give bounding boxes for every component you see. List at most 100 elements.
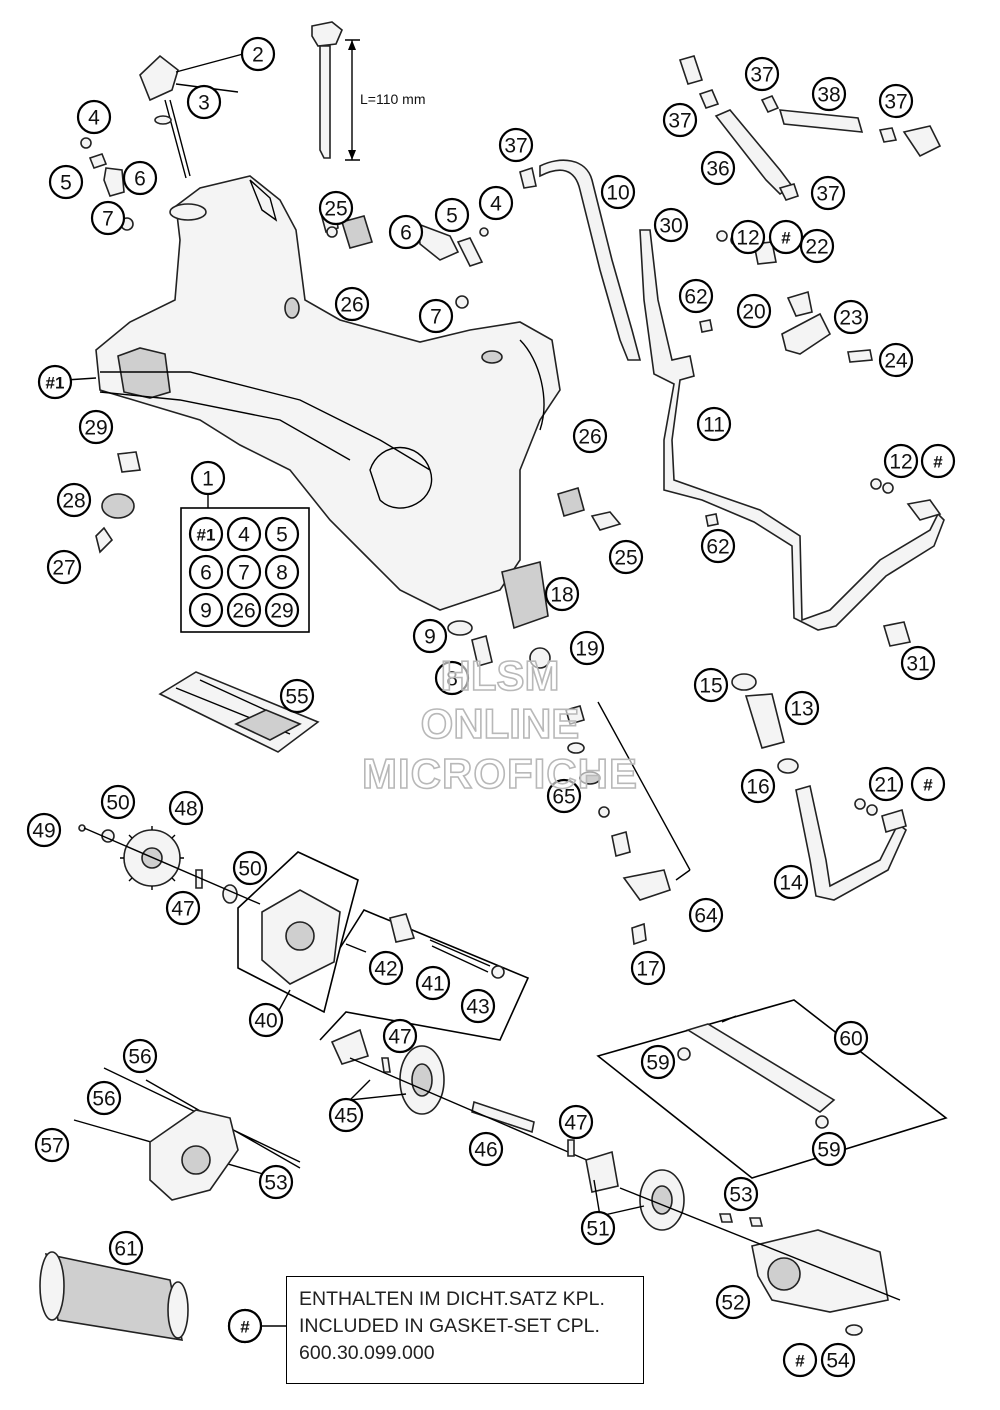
- watermark-line-2: ONLINE: [420, 699, 580, 748]
- callout-6: 6: [388, 214, 424, 250]
- callout-number: #: [795, 1352, 805, 1371]
- callout-number: 3: [198, 92, 210, 115]
- callout-48: 48: [168, 790, 204, 826]
- kit-box-item: 9: [188, 592, 224, 628]
- callout-49: 49: [26, 812, 62, 848]
- callout-number: 45: [334, 1105, 357, 1128]
- callout-37: 37: [498, 127, 534, 163]
- callout-36: 36: [700, 150, 736, 186]
- kit-box: [180, 494, 310, 633]
- callout-number: 26: [340, 294, 363, 317]
- callout-53: 53: [258, 1164, 294, 1200]
- callout-6: 6: [122, 160, 158, 196]
- callout-number: 59: [646, 1052, 669, 1075]
- callout-43: 43: [460, 988, 496, 1024]
- callout-2: 2: [240, 36, 276, 72]
- callout-number: 6: [400, 222, 412, 245]
- callout-number: 40: [254, 1010, 277, 1033]
- callout-number: #: [933, 453, 943, 472]
- legend-box: ENTHALTEN IM DICHT.SATZ KPL. INCLUDED IN…: [286, 1276, 644, 1384]
- callout-number: 53: [264, 1172, 287, 1195]
- callout-number: 27: [52, 557, 75, 580]
- callout-number: 30: [659, 215, 682, 238]
- callout-number: 65: [552, 786, 575, 809]
- callout-52: 52: [715, 1284, 751, 1320]
- filter-element-61: [39, 1251, 189, 1341]
- callout-number: 56: [92, 1088, 115, 1111]
- watermark-line-3: MICROFICHE: [361, 749, 638, 798]
- kit-box-item: 8: [264, 554, 300, 590]
- pipe-11: [639, 229, 945, 631]
- callout-26: 26: [334, 286, 370, 322]
- tube-60: [596, 999, 948, 1179]
- dipstick-length-label: L=110 mm: [360, 91, 426, 107]
- callout-number: 25: [324, 198, 347, 221]
- callout-54: 54: [820, 1342, 856, 1378]
- callout-59: 59: [811, 1131, 847, 1167]
- legend-symbol: #: [227, 1308, 263, 1344]
- dipstick: [311, 21, 360, 161]
- callout-number: 7: [238, 562, 250, 585]
- callout-number: 48: [174, 798, 197, 821]
- oil-tank: [95, 175, 561, 611]
- callout-number: 47: [171, 898, 194, 921]
- callout-3: 3: [186, 84, 222, 120]
- callout-number: 50: [238, 858, 261, 881]
- callout-number: 61: [114, 1238, 137, 1261]
- callout-14: 14: [773, 864, 809, 900]
- callout-number: 22: [805, 236, 828, 259]
- callout-number: 42: [374, 958, 397, 981]
- callout-number: 51: [586, 1218, 609, 1241]
- callout-number: 41: [421, 973, 444, 996]
- callout-number: 15: [699, 675, 722, 698]
- callout-15: 15: [693, 667, 729, 703]
- oil-pump-frame: [237, 851, 530, 1041]
- callout-number: 2: [252, 44, 264, 67]
- callout-30: 30: [653, 207, 689, 243]
- rotor-set-upper: [330, 1028, 611, 1171]
- callout-number: #1: [197, 526, 216, 545]
- callout-number: 53: [729, 1184, 752, 1207]
- callout-number: 37: [504, 135, 527, 158]
- pump-body-lower: [73, 1067, 301, 1201]
- callout-hash: #: [782, 1342, 818, 1378]
- callout-26: 26: [572, 418, 608, 454]
- callout-number: 29: [270, 600, 293, 623]
- callout-47: 47: [165, 890, 201, 926]
- callout-number: 21: [874, 774, 897, 797]
- callout-16: 16: [740, 768, 776, 804]
- callout-59: 59: [640, 1044, 676, 1080]
- callout-53: 53: [723, 1176, 759, 1212]
- screen-plate-55: [158, 671, 320, 753]
- callout-37: 37: [744, 56, 780, 92]
- callout-hash: #: [920, 443, 956, 479]
- callout-number: 7: [430, 306, 442, 329]
- callout-24: 24: [878, 342, 914, 378]
- callout-number: 8: [446, 668, 458, 691]
- callout-number: 37: [884, 91, 907, 114]
- callout-57: 57: [34, 1127, 70, 1163]
- callout-18: 18: [544, 576, 580, 612]
- hoses-right-lower: [731, 673, 907, 901]
- kit-box-item: 5: [264, 516, 300, 552]
- callout-number: 17: [636, 958, 659, 981]
- callout-13: 13: [784, 690, 820, 726]
- callout-number: 10: [606, 182, 629, 205]
- callout-41: 41: [415, 965, 451, 1001]
- callout-61: 61: [108, 1230, 144, 1266]
- callout-50: 50: [100, 784, 136, 820]
- callout-number: 47: [388, 1026, 411, 1049]
- callout-number: #: [240, 1318, 250, 1337]
- callout-42: 42: [368, 950, 404, 986]
- filler-cap: [139, 54, 191, 179]
- callout-number: 8: [276, 562, 288, 585]
- hoses-upper-right: [678, 55, 942, 201]
- callout-number: 11: [703, 414, 725, 437]
- callout-60: 60: [833, 1020, 869, 1056]
- callout-number: 36: [706, 158, 729, 181]
- callout-number: 54: [826, 1350, 850, 1373]
- hose-10: [519, 159, 642, 361]
- kit-box-header: 1: [190, 460, 226, 496]
- callout-number: 37: [668, 110, 691, 133]
- callout-12: 12: [883, 443, 919, 479]
